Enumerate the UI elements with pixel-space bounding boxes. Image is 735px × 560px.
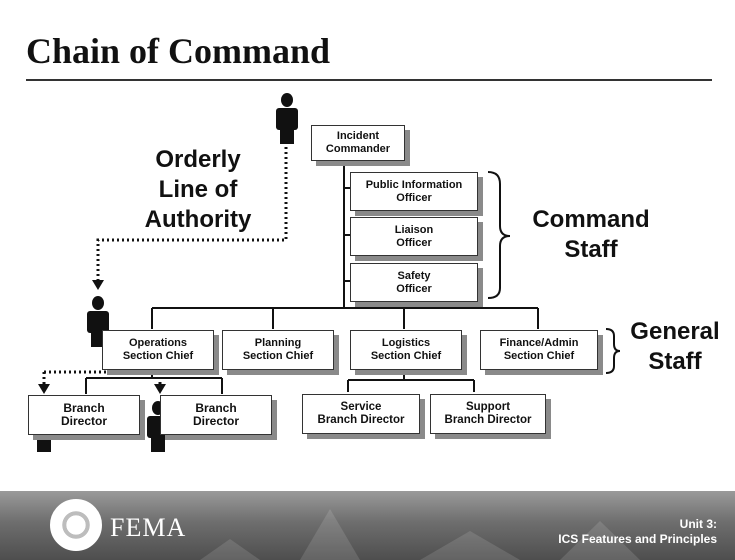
- logistics-section-chief-box: Logistics Section Chief: [350, 330, 462, 370]
- branch-director-1-line-1: Branch: [63, 401, 105, 415]
- liaison-officer-box: Liaison Officer: [350, 217, 478, 256]
- command-staff-line-1: Command: [532, 206, 650, 233]
- finance-admin-section-chief-box: Finance/Admin Section Chief: [480, 330, 598, 370]
- logistics-line-2: Section Chief: [370, 350, 442, 362]
- general-staff-label: General Staff: [622, 317, 728, 377]
- orderly-line-1: Orderly: [155, 146, 241, 173]
- branch-director-1-line-2: Director: [60, 414, 107, 428]
- slide-title: Chain of Command: [26, 31, 331, 71]
- safety-officer-box: Safety Officer: [350, 263, 478, 302]
- support-line-2: Branch Director: [444, 414, 532, 426]
- general-staff-line-1: General: [630, 318, 720, 345]
- incident-commander-line-1: Incident: [336, 130, 380, 142]
- footer-bar: FEMA Unit 3: ICS Features and Principles: [0, 491, 735, 560]
- pio-line-2: Officer: [396, 191, 432, 204]
- finance-line-1: Finance/Admin: [499, 337, 579, 349]
- planning-section-chief-box: Planning Section Chief: [222, 330, 334, 370]
- command-staff-label: Command Staff: [516, 205, 666, 265]
- fema-logo-text: FEMA: [110, 513, 187, 542]
- liaison-line-2: Officer: [396, 236, 432, 249]
- incident-commander-box: Incident Commander: [311, 125, 405, 161]
- service-line-1: Service: [340, 401, 382, 413]
- footer-unit-info: Unit 3: ICS Features and Principles: [558, 517, 717, 547]
- orderly-line-of-authority-label: Orderly Line of Authority: [128, 145, 268, 235]
- operations-line-2: Section Chief: [122, 350, 194, 362]
- footer-decor: [200, 509, 640, 560]
- service-line-2: Branch Director: [317, 414, 405, 426]
- pio-line-1: Public Information: [365, 178, 463, 191]
- branch-director-box-1: Branch Director: [28, 395, 140, 435]
- safety-line-1: Safety: [397, 269, 431, 282]
- orderly-line-2: Line of: [158, 176, 238, 203]
- orderly-line-3: Authority: [144, 206, 252, 233]
- safety-line-2: Officer: [396, 282, 432, 295]
- title-rule: [26, 79, 712, 81]
- branch-director-2-line-1: Branch: [195, 401, 237, 415]
- support-line-1: Support: [465, 401, 511, 413]
- service-branch-director-box: Service Branch Director: [302, 394, 420, 434]
- planning-line-1: Planning: [254, 337, 302, 349]
- general-staff-line-2: Staff: [648, 348, 702, 375]
- liaison-line-1: Liaison: [394, 223, 434, 236]
- footer-unit: Unit 3:: [679, 517, 717, 531]
- command-staff-line-2: Staff: [564, 236, 618, 263]
- support-branch-director-box: Support Branch Director: [430, 394, 546, 434]
- operations-line-1: Operations: [128, 337, 188, 349]
- dhs-seal-icon: [50, 499, 102, 551]
- branch-director-2-line-2: Director: [192, 414, 239, 428]
- logistics-line-1: Logistics: [381, 337, 431, 349]
- operations-section-chief-box: Operations Section Chief: [102, 330, 214, 370]
- public-information-officer-box: Public Information Officer: [350, 172, 478, 211]
- footer-course: ICS Features and Principles: [558, 532, 717, 546]
- planning-line-2: Section Chief: [242, 350, 314, 362]
- incident-commander-line-2: Commander: [325, 143, 391, 155]
- branch-director-box-2: Branch Director: [160, 395, 272, 435]
- finance-line-2: Section Chief: [503, 350, 575, 362]
